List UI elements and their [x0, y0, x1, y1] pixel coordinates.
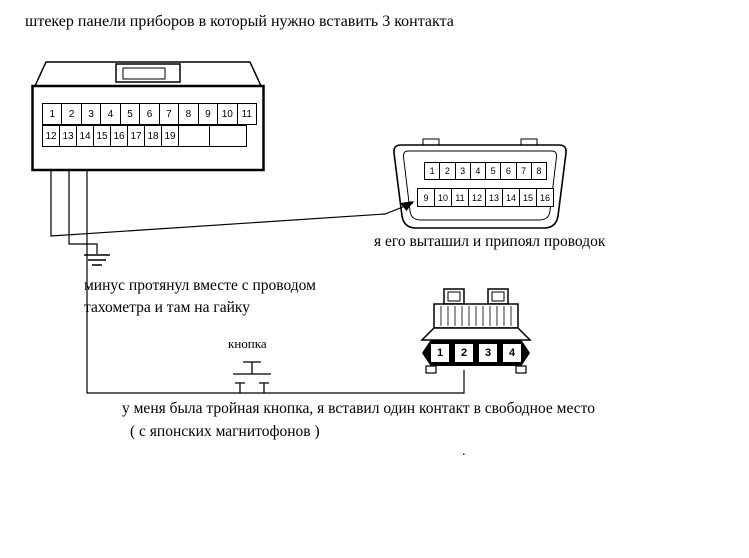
pin-cell: 16: [536, 188, 554, 207]
pin-cell: 17: [127, 125, 145, 147]
button-connector-outline: [420, 288, 532, 374]
pin-cell: 5: [485, 162, 502, 180]
pin-cell: 19: [161, 125, 179, 147]
pin-cell: 4: [469, 162, 486, 180]
button-label: кнопка: [228, 336, 267, 351]
ground-symbol: [84, 254, 110, 266]
pin-cell: 15: [93, 125, 111, 147]
pin-cell: 4: [502, 343, 522, 363]
pin-cell: 15: [519, 188, 537, 207]
bottom-note-line2: ( с японских магнитофонов ): [130, 423, 320, 440]
wire-to-ground: [68, 170, 98, 254]
pin-cell: 3: [80, 103, 102, 125]
pin-cell: 2: [61, 103, 82, 125]
pin-cell: 1: [424, 162, 441, 180]
pin-cell: 7: [515, 162, 532, 180]
pin-cell: 2: [454, 343, 474, 363]
pin-cell: 12: [42, 125, 60, 147]
pin-cell: 6: [500, 162, 517, 180]
pin-cell: [178, 125, 210, 147]
wire-to-obd: [50, 170, 414, 237]
pin-cell: 3: [478, 343, 498, 363]
obd-note: я его выташил и припоял проводок: [374, 233, 606, 250]
pin-cell: 6: [139, 103, 160, 125]
pin-cell: 13: [59, 125, 77, 147]
pin-cell: 1: [42, 103, 63, 125]
pin-cell: [209, 125, 247, 147]
pin-cell: 9: [197, 103, 219, 125]
pin-cell: 9: [417, 188, 435, 207]
pin-cell: 10: [434, 188, 452, 207]
pin-cell: 11: [451, 188, 469, 207]
obd-connector-outline: [393, 138, 567, 229]
pin-cell: 3: [454, 162, 471, 180]
pin-cell: 12: [468, 188, 486, 207]
bottom-note-line1: у меня была тройная кнопка, я вставил од…: [122, 400, 595, 417]
pin-cell: 10: [217, 103, 238, 125]
pin-cell: 14: [76, 125, 94, 147]
pin-cell: 4: [100, 103, 121, 125]
page-title: штекер панели приборов в который нужно в…: [25, 13, 454, 30]
pin-cell: 13: [485, 188, 503, 207]
stray-mark: .: [462, 444, 466, 459]
pin-cell: 8: [530, 162, 547, 180]
pin-cell: 11: [236, 103, 257, 125]
pin-cell: 16: [110, 125, 128, 147]
pin-cell: 5: [119, 103, 141, 125]
pin-cell: 18: [144, 125, 162, 147]
minus-note-line1: минус протянул вместе с проводом: [84, 277, 316, 294]
pin-cell: 14: [502, 188, 520, 207]
pin-cell: 2: [439, 162, 456, 180]
pin-cell: 8: [178, 103, 199, 125]
pushbutton-symbol: [233, 361, 271, 393]
pin-cell: 1: [430, 343, 450, 363]
minus-note-line2: тахометра и там на гайку: [84, 299, 250, 316]
pin-cell: 7: [158, 103, 180, 125]
